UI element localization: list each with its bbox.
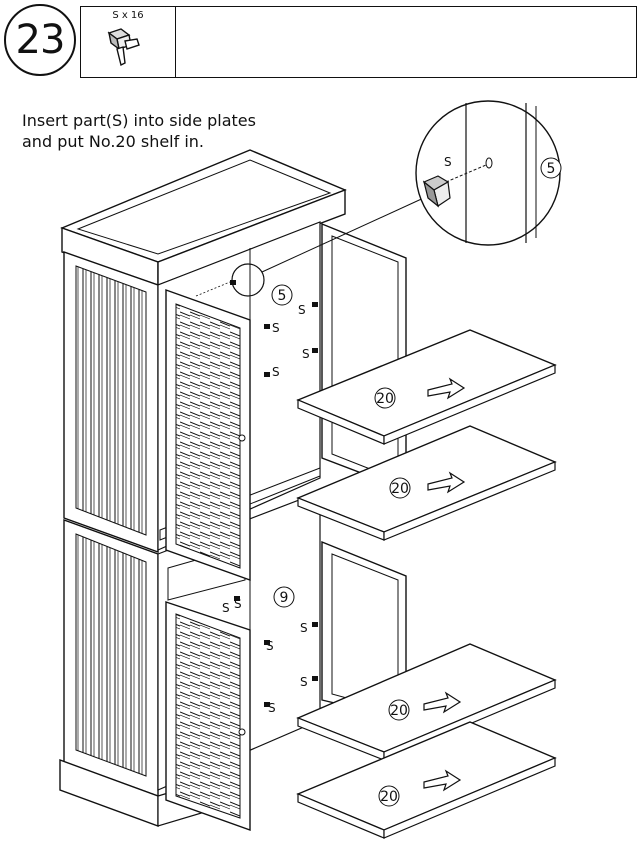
shelf-pin [264,702,270,707]
shelf-number: 20 [380,789,398,805]
pin-label: S [272,321,280,335]
pin-label: S [300,621,308,635]
insert-arrow-icon [427,377,466,400]
instruction-line-2: and put No.20 shelf in. [22,132,205,151]
left-door-upper [165,289,251,581]
shelf-pin [264,640,270,645]
shelf-number: 20 [376,391,394,407]
shelf-pin [312,622,318,627]
detail-part-number: 5 [547,161,556,177]
shelf-pin [312,348,318,353]
part-item: S x 16 [81,7,176,77]
shelf-pin [264,324,270,329]
right-door-upper [321,222,407,492]
shelf-pin [312,676,318,681]
insert-arrow-icon [423,769,462,792]
pin-label: S [268,701,276,715]
shelf-number: 20 [391,481,409,497]
detail-leader-line [261,195,429,273]
pin-label: S [302,347,310,361]
pin-label: S [298,303,306,317]
shelf-pin [230,280,236,285]
left-door-lower [165,601,251,831]
insert-arrow-icon [423,691,462,714]
pin-label: S [300,675,308,689]
shelf-number: 20 [390,703,408,719]
pin-label: S [272,365,280,379]
pin-label: S [234,597,242,611]
pin-label: S [222,601,230,615]
instruction-line-1: Insert part(S) into side plates [22,111,256,130]
pin-label: S [266,639,274,653]
detail-pin-label: S [444,155,452,169]
part-number-5: 5 [271,284,293,306]
detail-marker [231,263,265,297]
shelf-3: 20 [296,643,557,761]
instruction-text: Insert part(S) into side plates and put … [22,110,256,152]
shelf-2: 20 [296,425,557,541]
shelf-4: 20 [296,721,557,839]
part-quantity: S x 16 [112,10,144,21]
right-door-lower [321,540,407,721]
shelf-pin-icon [107,28,140,67]
shelf-pin [312,302,318,307]
step-number-text: 23 [15,17,66,63]
part-number-9: 9 [273,586,295,608]
shelf-1: 20 [296,329,557,445]
shelf-pin [264,372,270,377]
cabinet-top [60,149,347,287]
shelf-pins [195,280,318,707]
svg-text:9: 9 [280,590,289,606]
insert-arrow-icon [427,471,466,494]
detail-zoom-circle: S 5 [415,100,562,246]
cabinet-side-lower [63,519,159,797]
step-number: 23 [4,4,76,76]
svg-text:5: 5 [278,288,287,304]
shelf-pin [234,596,240,601]
cabinet-side-upper [63,251,159,553]
parts-list: S x 16 [80,6,637,78]
